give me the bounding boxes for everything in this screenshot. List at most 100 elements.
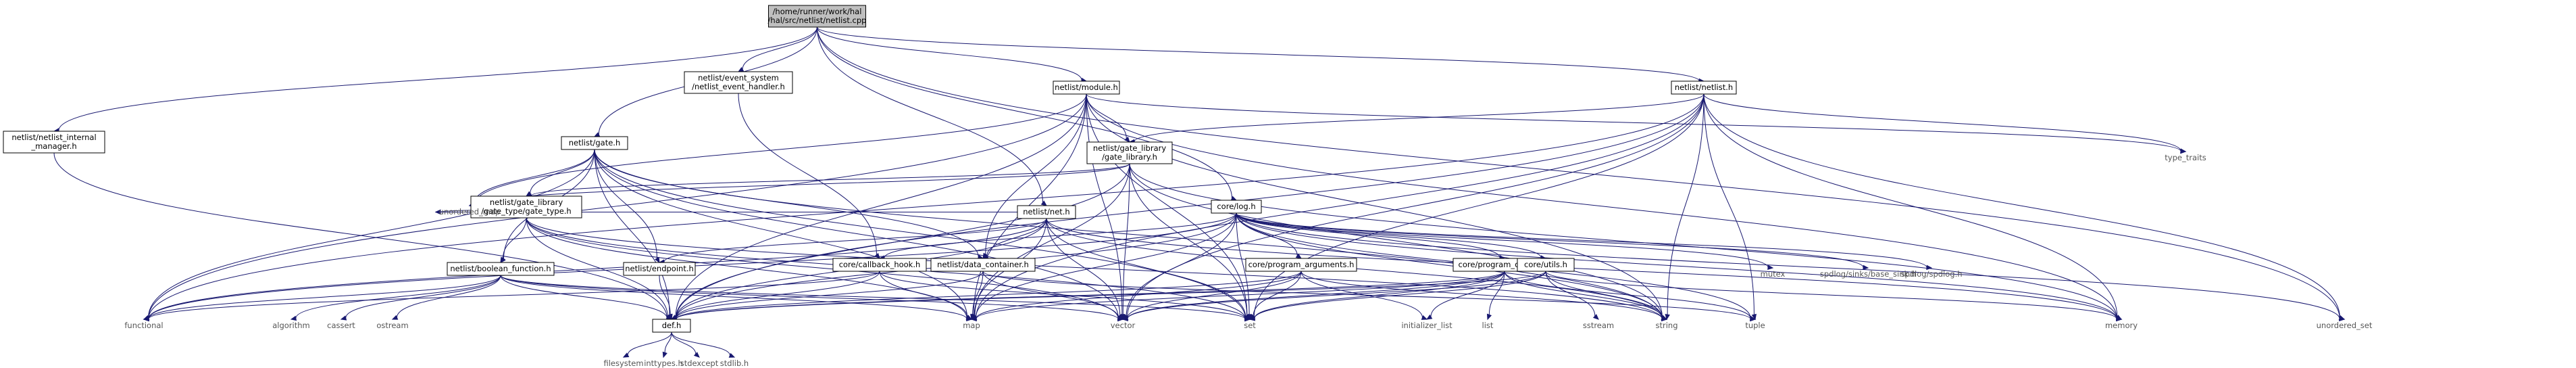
edge-line bbox=[1545, 271, 2117, 319]
edge-line bbox=[1086, 93, 1663, 318]
edge-layer bbox=[53, 26, 2346, 359]
edge-arrowhead bbox=[1486, 313, 1492, 321]
node-gate-type-h[interactable]: netlist/gate_library/gate_type/gate_type… bbox=[470, 196, 582, 218]
edge-line bbox=[676, 271, 880, 319]
edge-line bbox=[976, 271, 1302, 319]
node-box bbox=[1517, 258, 1575, 272]
edge-line bbox=[1129, 163, 1663, 319]
edge-line bbox=[295, 275, 501, 319]
edge-line bbox=[594, 149, 1119, 318]
edge-line bbox=[879, 271, 968, 317]
edge-line bbox=[1504, 271, 1751, 319]
edge-line bbox=[1046, 218, 1121, 316]
edge-line bbox=[474, 93, 1087, 205]
edge-arrowhead bbox=[1749, 315, 1757, 321]
edge-line bbox=[1488, 271, 1505, 315]
edge-line bbox=[675, 93, 1087, 317]
edge-arrowhead bbox=[1592, 314, 1599, 320]
node-label: netlist/netlist_internal bbox=[11, 133, 96, 142]
node-netlist-internal-manager-h[interactable]: netlist/netlist_internal_manager.h bbox=[3, 131, 105, 154]
node-label: /gate_type/gate_type.h bbox=[481, 206, 571, 216]
edge-callback-hook-h-to-functional bbox=[143, 271, 880, 322]
edge-netlist-cpp-to-log-h bbox=[817, 26, 1238, 201]
node-gate-library-h[interactable]: netlist/gate_library/gate_library.h bbox=[1086, 141, 1173, 164]
edge-line bbox=[627, 331, 672, 355]
edge-netlist-h-to-type-traits bbox=[1703, 93, 2187, 154]
node-label: netlist/endpoint.h bbox=[625, 264, 694, 273]
node-netlist-gate-h[interactable]: netlist/gate.h bbox=[561, 136, 628, 150]
edge-line bbox=[1300, 271, 1423, 318]
node-label: string bbox=[1655, 321, 1677, 330]
node-label: _manager.h bbox=[30, 141, 76, 151]
edge-line bbox=[500, 275, 1246, 319]
node-label: functional bbox=[124, 321, 163, 330]
edge-arrowhead bbox=[1661, 315, 1668, 320]
node-endpoint-h[interactable]: netlist/endpoint.h bbox=[623, 262, 696, 276]
edge-line bbox=[1236, 212, 1927, 268]
edge-program-options-h-to-def-h bbox=[670, 271, 1505, 322]
node-label: inttypes.h bbox=[644, 359, 683, 368]
edge-arrowhead bbox=[340, 315, 347, 321]
edge-arrowhead bbox=[667, 313, 673, 321]
edge-arrowhead bbox=[1244, 316, 1251, 321]
node-box bbox=[930, 258, 1036, 272]
edge-line bbox=[817, 26, 1082, 80]
node-label: /netlist_event_handler.h bbox=[692, 82, 785, 91]
edge-line bbox=[1126, 212, 1237, 317]
node-netlist-cpp[interactable]: /home/runner/work/hal/hal/src/netlist/ne… bbox=[768, 5, 867, 28]
edge-log-h-to-spdlog-sinks-h bbox=[1236, 212, 1869, 271]
node-layer: /home/runner/work/hal/hal/src/netlist/ne… bbox=[3, 5, 2373, 368]
edge-line bbox=[972, 271, 984, 315]
edge-line bbox=[1046, 218, 2117, 319]
edge-netlist-h-to-string bbox=[1665, 93, 1704, 321]
edge-line bbox=[884, 212, 1237, 258]
edge-program-options-h-to-string bbox=[1504, 271, 1668, 321]
node-box bbox=[447, 262, 555, 276]
node-netlist-h[interactable]: netlist/netlist.h bbox=[1671, 80, 1737, 95]
edge-line bbox=[817, 26, 2340, 319]
node-utils-h[interactable]: core/utils.h bbox=[1517, 258, 1575, 272]
edge-line bbox=[1430, 271, 1505, 317]
edge-arrowhead bbox=[1121, 316, 1128, 321]
edge-line bbox=[817, 26, 1700, 81]
node-data-container-h[interactable]: netlist/data_container.h bbox=[930, 258, 1036, 272]
node-boolean-function-h[interactable]: netlist/boolean_function.h bbox=[447, 262, 555, 276]
edge-line bbox=[148, 275, 501, 319]
node-label: mutex bbox=[1761, 269, 1786, 279]
node-label: unordered_map bbox=[439, 207, 501, 216]
edge-netlist-h-to-map bbox=[970, 93, 1704, 321]
edge-line bbox=[148, 271, 880, 319]
edge-log-h-to-mutex bbox=[1236, 212, 1774, 270]
edge-line bbox=[982, 271, 1119, 318]
node-label: netlist/module.h bbox=[1055, 83, 1118, 92]
edge-arrowhead bbox=[1751, 313, 1757, 321]
edge-arrowhead bbox=[622, 352, 630, 358]
node-callback-hook-h[interactable]: core/callback_hook.h bbox=[832, 258, 927, 272]
edge-arrowhead bbox=[1040, 200, 1048, 206]
node-label: initializer_list bbox=[1401, 321, 1453, 330]
edge-line bbox=[530, 163, 1130, 197]
node-event-handler-h[interactable]: netlist/event_system/netlist_event_handl… bbox=[684, 71, 793, 94]
node-net-h[interactable]: netlist/net.h bbox=[1017, 205, 1076, 219]
node-label: map bbox=[963, 321, 980, 330]
edge-netlist-h-to-tuple bbox=[1703, 93, 1757, 321]
edge-line bbox=[663, 218, 1047, 262]
edge-line bbox=[526, 217, 668, 317]
edge-netlist-gate-h-to-data-container-h bbox=[594, 149, 984, 260]
node-def-h[interactable]: def.h bbox=[652, 319, 691, 333]
edge-line bbox=[1236, 212, 1500, 258]
node-box bbox=[1671, 80, 1737, 95]
node-log-h[interactable]: core/log.h bbox=[1211, 200, 1262, 214]
node-program-arguments-h[interactable]: core/program_arguments.h bbox=[1245, 258, 1357, 272]
edge-line bbox=[742, 26, 817, 70]
edge-log-h-to-unordered-set bbox=[1236, 212, 2346, 322]
edge-line bbox=[976, 271, 1505, 319]
edge-line bbox=[1086, 93, 1127, 139]
node-module-h[interactable]: netlist/module.h bbox=[1053, 80, 1120, 95]
node-stdexcept: stdexcept bbox=[680, 359, 719, 368]
edge-arrowhead bbox=[1246, 314, 1252, 321]
edge-arrowhead bbox=[728, 352, 736, 358]
edge-line bbox=[594, 149, 968, 318]
node-label: stdlib.h bbox=[720, 359, 749, 368]
edge-endpoint-h-to-def-h bbox=[659, 275, 673, 321]
